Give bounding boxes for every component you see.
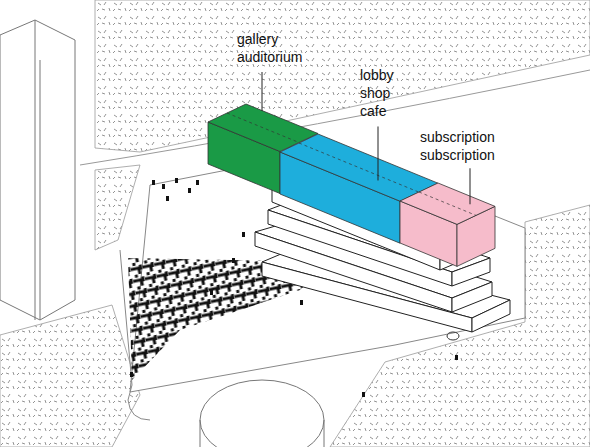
tree-area	[95, 0, 590, 152]
leader-line	[262, 72, 263, 111]
label-holder: subscription subscription	[420, 128, 495, 164]
leader-line	[470, 168, 471, 204]
tree-area	[0, 305, 140, 447]
block-shape	[400, 183, 495, 266]
building	[0, 20, 75, 320]
label-holder: lobby shop cafe	[360, 66, 393, 120]
label-holder: gallery auditorium	[237, 30, 302, 66]
people	[130, 178, 458, 397]
round-building	[200, 380, 324, 447]
program-block-pink: subscription subscription	[400, 183, 495, 266]
program-label: gallery auditorium	[237, 30, 302, 66]
tree-area	[95, 165, 140, 250]
program-label: lobby shop cafe	[360, 66, 393, 120]
program-label: subscription subscription	[420, 128, 495, 164]
leader-line	[378, 126, 379, 180]
